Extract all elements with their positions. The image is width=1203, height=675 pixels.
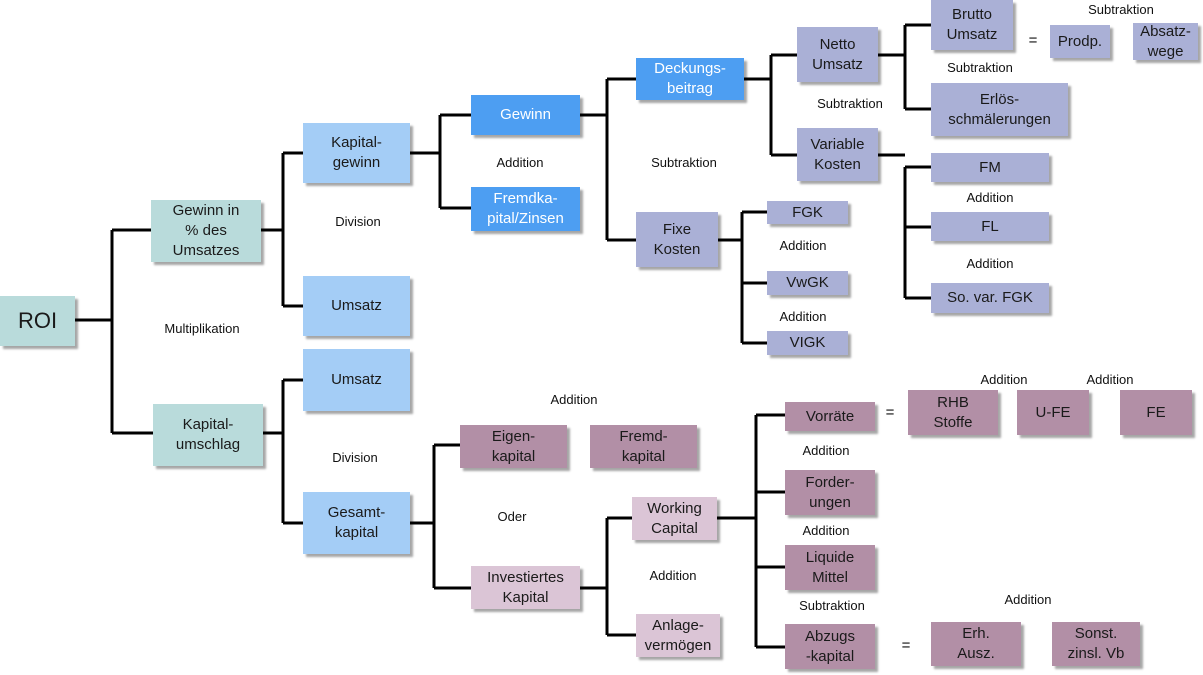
label-addition-ufe: Addition xyxy=(1086,372,1134,387)
node-vwgk: VwGK xyxy=(767,271,848,295)
label-equals-abzugskapital: = xyxy=(901,637,911,654)
label-subtraktion-deckungsbeitrag: Subtraktion xyxy=(651,155,717,170)
label-oder: Oder xyxy=(497,509,527,524)
node-investiertes-kapital: Investiertes Kapital xyxy=(471,566,580,609)
node-gewinn: Gewinn xyxy=(471,95,580,135)
node-eigenkapital: Eigen- kapital xyxy=(460,425,567,468)
node-fgk: FGK xyxy=(767,201,848,224)
node-fm: FM xyxy=(931,153,1049,182)
node-erh-ausz: Erh. Ausz. xyxy=(931,622,1021,666)
node-fe: FE xyxy=(1120,390,1192,435)
node-roi: ROI xyxy=(0,296,75,346)
node-gesamtkapital: Gesamt- kapital xyxy=(303,492,410,554)
node-sonst-zinsl-vb: Sonst. zinsl. Vb xyxy=(1052,622,1140,666)
label-subtraktion-brutto: Subtraktion xyxy=(947,60,1013,75)
node-prodp: Prodp. xyxy=(1050,25,1110,58)
label-addition-gewinn: Addition xyxy=(496,155,544,170)
node-so-var-fgk: So. var. FGK xyxy=(931,283,1049,313)
node-fremdkapital-zinsen: Fremdka- pital/Zinsen xyxy=(471,187,580,231)
label-addition-fl: Addition xyxy=(966,256,1014,271)
label-subtraktion-absatzwege: Subtraktion xyxy=(1088,2,1154,17)
label-addition-vwgk: Addition xyxy=(779,309,827,324)
label-addition-forderungen: Addition xyxy=(802,523,850,538)
node-kapitalumschlag: Kapital- umschlag xyxy=(153,404,263,466)
node-working-capital: Working Capital xyxy=(632,497,717,540)
label-addition-fm: Addition xyxy=(966,190,1014,205)
label-addition-eigenkapital: Addition xyxy=(550,392,598,407)
node-brutto-umsatz: Brutto Umsatz xyxy=(931,0,1013,50)
node-umsatz-top: Umsatz xyxy=(303,276,410,336)
node-umsatz-bottom: Umsatz xyxy=(303,349,410,411)
label-addition-rhb: Addition xyxy=(980,372,1028,387)
node-u-fe: U-FE xyxy=(1017,390,1089,435)
node-vigk: VIGK xyxy=(767,331,848,355)
node-deckungsbeitrag: Deckungs- beitrag xyxy=(636,58,744,100)
label-addition-vorraete: Addition xyxy=(802,443,850,458)
node-rhb-stoffe: RHB Stoffe xyxy=(908,390,998,435)
node-variable-kosten: Variable Kosten xyxy=(797,128,878,181)
node-erloesschmaelerungen: Erlös- schmälerungen xyxy=(931,83,1068,136)
label-equals-brutto: = xyxy=(1028,32,1038,49)
label-multiplikation: Multiplikation xyxy=(164,321,240,336)
node-fixe-kosten: Fixe Kosten xyxy=(636,212,718,267)
node-absatzwege: Absatz- wege xyxy=(1133,23,1198,60)
node-abzugskapital: Abzugs -kapital xyxy=(785,624,875,669)
node-gewinn-in-prozent-des-umsatzes: Gewinn in % des Umsatzes xyxy=(151,200,261,262)
label-division-bottom: Division xyxy=(332,450,378,465)
node-anlagevermoegen: Anlage- vermögen xyxy=(636,614,720,657)
label-subtraktion-netto: Subtraktion xyxy=(817,96,883,111)
node-fl: FL xyxy=(931,212,1049,241)
label-addition-fgk: Addition xyxy=(779,238,827,253)
node-kapitalgewinn: Kapital- gewinn xyxy=(303,123,410,183)
node-netto-umsatz: Netto Umsatz xyxy=(797,27,878,82)
node-forderungen: Forder- ungen xyxy=(785,470,875,515)
label-subtraktion-liquide: Subtraktion xyxy=(799,598,865,613)
node-vorraete: Vorräte xyxy=(785,402,875,431)
label-division-top: Division xyxy=(335,214,381,229)
label-equals-vorraete: = xyxy=(885,404,895,421)
label-addition-erh: Addition xyxy=(1004,592,1052,607)
node-fremdkapital: Fremd- kapital xyxy=(590,425,697,468)
node-liquide-mittel: Liquide Mittel xyxy=(785,545,875,590)
label-addition-investiert: Addition xyxy=(649,568,697,583)
